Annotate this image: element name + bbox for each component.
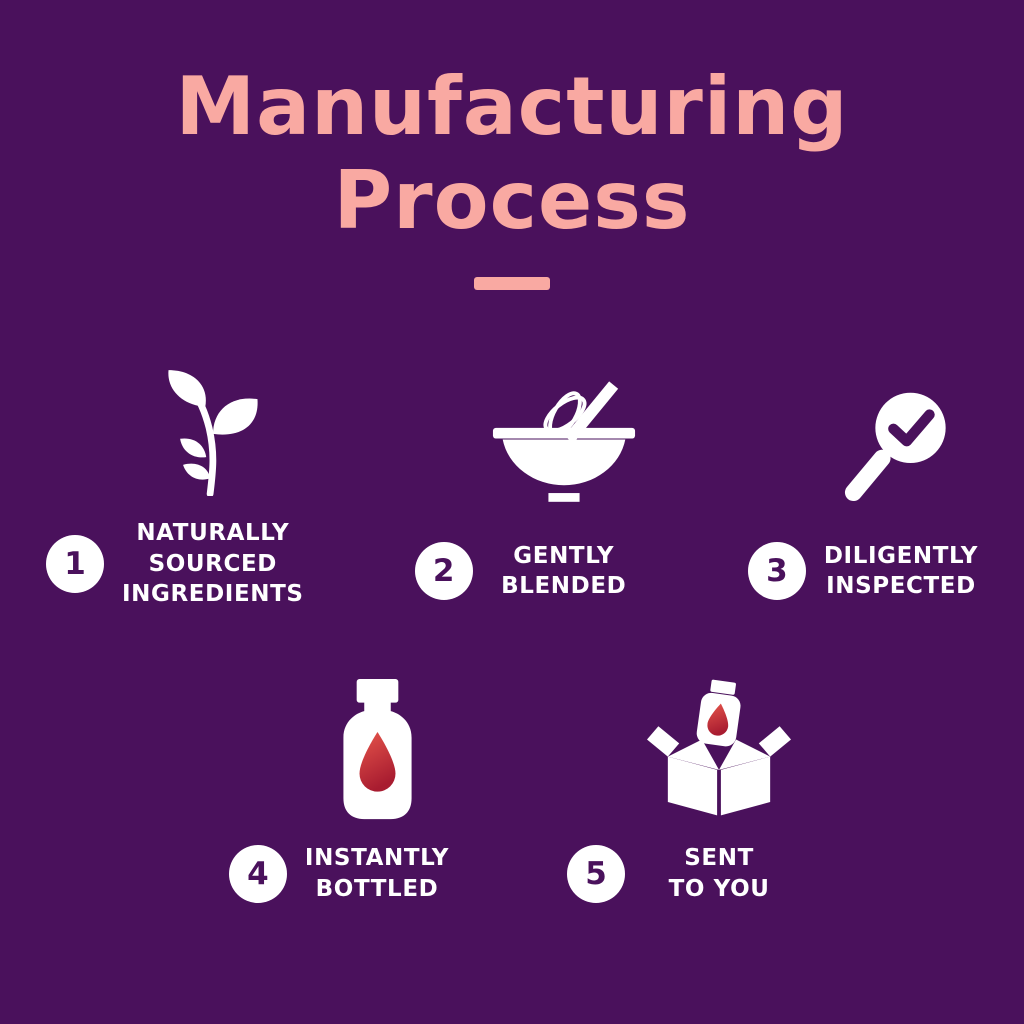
step-label: SENT TO YOU bbox=[668, 845, 770, 902]
step-number-badge: 2 bbox=[414, 542, 473, 601]
page-title-line2: Process bbox=[333, 153, 691, 247]
page-title-line1: Manufacturing bbox=[175, 60, 849, 153]
step-label: GENTLY BLENDED bbox=[501, 542, 627, 600]
shipping-box-icon bbox=[643, 673, 795, 821]
step-4: 4 INSTANTLY BOTTLED bbox=[228, 673, 450, 904]
step-number-badge: 3 bbox=[747, 542, 806, 601]
step-number: 3 bbox=[766, 553, 788, 590]
bottle-drop-icon bbox=[305, 673, 449, 821]
step-number-badge: 1 bbox=[46, 534, 104, 593]
title-divider bbox=[474, 277, 550, 291]
step-number: 1 bbox=[64, 545, 86, 582]
step-label: NATURALLY SOURCED INGREDIENTS bbox=[122, 520, 304, 607]
magnifier-check-icon bbox=[824, 368, 978, 504]
step-number: 5 bbox=[585, 855, 607, 892]
steps-row-1: 1 NATURALLY SOURCED INGREDIENTS 2 GENTLY… bbox=[0, 360, 1024, 609]
bowl-whisk-icon bbox=[491, 368, 637, 504]
step-label: DILIGENTLY INSPECTED bbox=[823, 542, 978, 600]
step-1: 1 NATURALLY SOURCED INGREDIENTS bbox=[46, 360, 304, 609]
step-3: 3 DILIGENTLY INSPECTED bbox=[747, 360, 978, 609]
step-number: 2 bbox=[432, 553, 455, 590]
step-number-badge: 5 bbox=[567, 844, 626, 903]
steps-row-2: 4 INSTANTLY BOTTLED bbox=[0, 673, 1024, 904]
page-title: Manufacturing Process bbox=[176, 60, 849, 247]
step-label: INSTANTLY BOTTLED bbox=[304, 845, 450, 902]
step-5: 5 SENT TO YOU bbox=[567, 673, 795, 904]
step-2: 2 GENTLY BLENDED bbox=[414, 360, 637, 609]
step-number: 4 bbox=[247, 855, 269, 892]
step-number-badge: 4 bbox=[228, 844, 287, 903]
plant-leaves-icon bbox=[122, 360, 304, 497]
